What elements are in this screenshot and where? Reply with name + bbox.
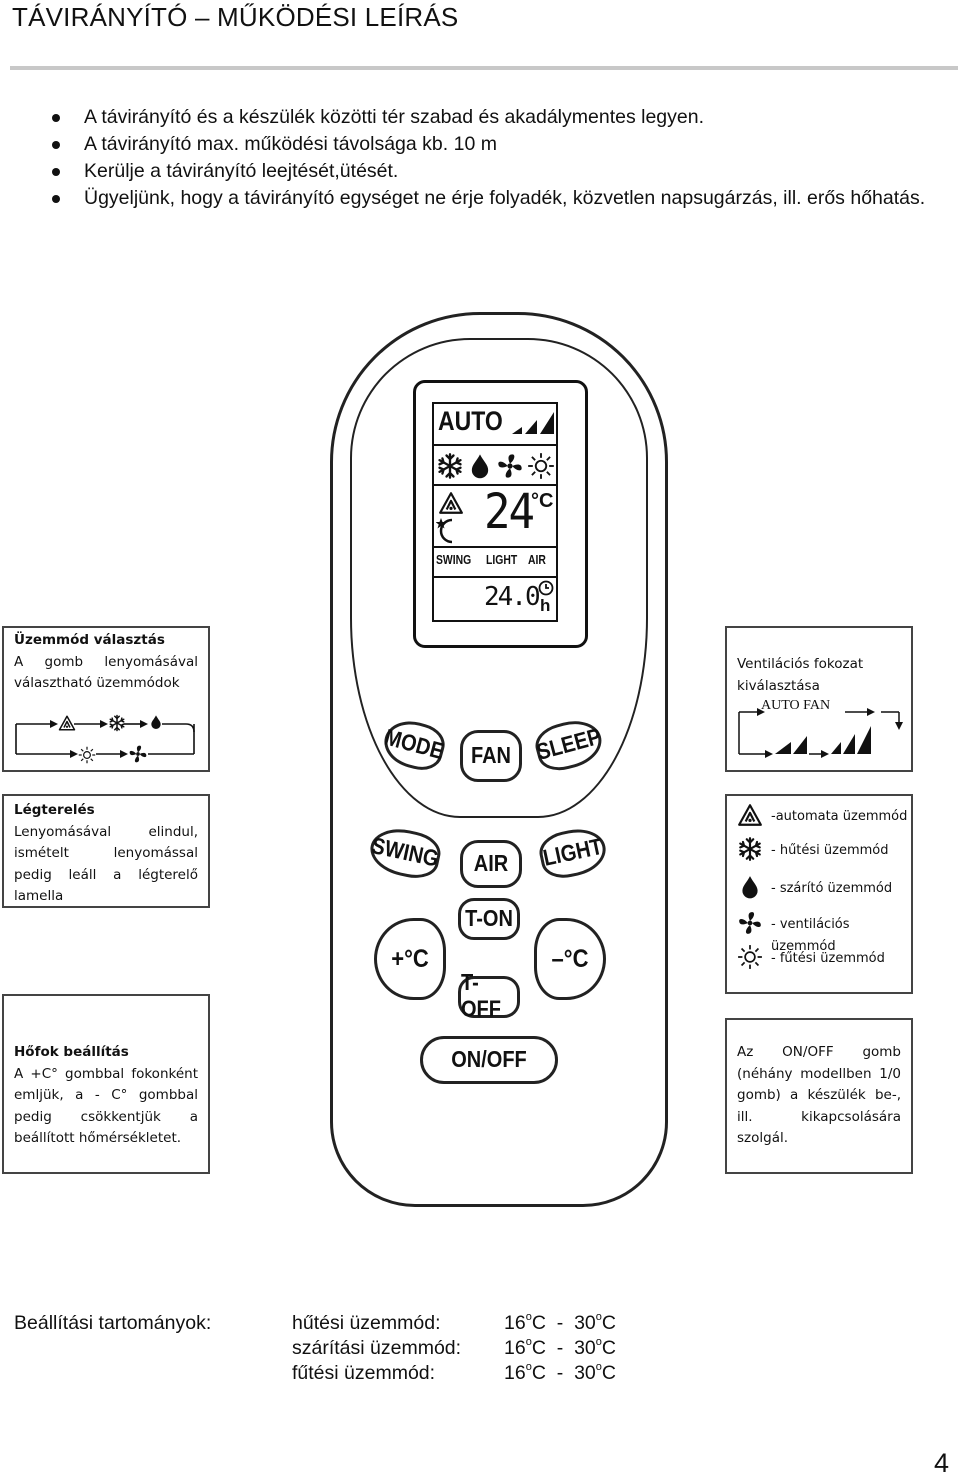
legend-item-heat: - fűtési üzemmód (727, 944, 911, 974)
water-drop-icon (737, 874, 763, 900)
degree-mark: o (595, 1361, 602, 1373)
fan-icon (496, 452, 524, 480)
mode-select-text: A gomb lenyomásával választható üzemmódo… (14, 653, 198, 692)
temp-down-button[interactable]: –°C (534, 918, 606, 1000)
lcd-timer-value: 24.0 (484, 582, 541, 612)
swing-title: Légterelés (14, 802, 95, 818)
mode-select-box: Üzemmód választás A gomb lenyomásával vá… (2, 626, 210, 772)
temperature-title: Hőfok beállítás (14, 1044, 129, 1060)
ranges-label: Beállítási tartományok: (14, 1312, 212, 1334)
degree-mark: o (595, 1311, 602, 1323)
lcd-mode-label: AUTO (438, 406, 503, 436)
lcd-light-label: LIGHT (486, 552, 518, 567)
sun-icon (527, 452, 555, 480)
lcd-air-label: AIR (528, 552, 546, 567)
range-max: 30 (574, 1362, 596, 1384)
snowflake-icon (737, 836, 763, 862)
legend-item-fan: - ventilációs üzemmód (727, 910, 911, 954)
range-unit: C (601, 1312, 616, 1334)
degree-mark: o (525, 1311, 532, 1323)
on-off-button[interactable]: ON/OFF (420, 1036, 558, 1084)
fan-speed-box: Ventilációs fokozat kiválasztása AUTO FA… (725, 626, 913, 772)
water-drop-icon (466, 452, 494, 480)
degree-mark: o (595, 1336, 602, 1348)
lcd-timer-unit: h (540, 596, 551, 615)
auto-fan-label: AUTO FAN (761, 698, 831, 713)
timer-on-button[interactable]: T-ON (458, 898, 520, 940)
range-separator: C - (531, 1362, 575, 1384)
remote-screen-frame (413, 380, 588, 648)
range-mode: hűtési üzemmód: (292, 1312, 441, 1334)
degree-mark: o (525, 1361, 532, 1373)
on-off-text: Az ON/OFF gomb (néhány modellben 1/0 gom… (737, 1044, 901, 1146)
range-separator: C - (531, 1337, 575, 1359)
swing-box: Légterelés Lenyomásával elindul, ismétel… (2, 794, 210, 908)
mode-cycle-diagram (15, 714, 195, 764)
lcd-temperature-unit: °C (531, 490, 554, 512)
range-unit: C (601, 1362, 616, 1384)
remote-control-face (350, 338, 648, 818)
range-min: 16 (504, 1312, 526, 1334)
on-off-box: Az ON/OFF gomb (néhány modellben 1/0 gom… (725, 1018, 913, 1174)
fan-speed-diagram (738, 708, 903, 758)
temp-up-button[interactable]: +°C (374, 918, 446, 1000)
sleep-moon-icon (436, 518, 453, 544)
mode-legend-box: -automata üzemmód - hűtési üzemmód - szá… (725, 794, 913, 994)
instructions-list: A távirányító és a készülék közötti tér … (52, 104, 932, 212)
range-mode: szárítási üzemmód: (292, 1337, 462, 1359)
snowflake-icon (436, 452, 464, 480)
swing-text: Lenyomásával elindul, ismételt lenyomáss… (14, 823, 198, 905)
page-number: 4 (934, 1448, 950, 1478)
lcd-swing-label: SWING (436, 552, 472, 567)
sun-icon (737, 944, 763, 970)
range-value: 16oC - 30oC (504, 1311, 616, 1335)
page-title: TÁVIRÁNYÍTÓ – MŰKÖDÉSI LEÍRÁS (12, 2, 459, 32)
legend-item-auto: -automata üzemmód (727, 802, 911, 832)
title-divider (10, 66, 958, 70)
temperature-text: A +C° gombbal fokonként emljük, a - C° g… (14, 1065, 198, 1147)
temperature-box: Hőfok beállítás A +C° gombbal fokonként … (2, 994, 210, 1174)
range-value: 16oC - 30oC (504, 1336, 616, 1360)
range-min: 16 (504, 1337, 526, 1359)
fan-speed-bars-icon (512, 412, 554, 434)
fan-button[interactable]: FAN (460, 730, 522, 782)
mode-select-title: Üzemmód választás (14, 632, 165, 648)
lcd-display: AUTO 24 °C SWING LIGHT AIR 24.0 h (432, 402, 558, 622)
range-unit: C (601, 1337, 616, 1359)
list-item: Ügyeljünk, hogy a távirányító egységet n… (52, 185, 932, 212)
list-item: Kerülje a távirányító leejtését,ütését. (52, 158, 932, 185)
legend-item-dry: - szárító üzemmód (727, 874, 911, 904)
auto-mode-icon (438, 490, 464, 516)
list-item: A távirányító max. működési távolsága kb… (52, 131, 932, 158)
range-value: 16oC - 30oC (504, 1361, 616, 1385)
range-max: 30 (574, 1312, 596, 1334)
range-separator: C - (531, 1312, 575, 1334)
fan-speed-text: Ventilációs fokozat kiválasztása (737, 656, 864, 694)
degree-mark: o (525, 1336, 532, 1348)
fan-icon (737, 910, 763, 936)
auto-mode-icon (737, 802, 763, 828)
clock-icon (538, 580, 554, 596)
lcd-temperature: 24 (484, 484, 535, 541)
range-mode: fűtési üzemmód: (292, 1362, 436, 1384)
range-max: 30 (574, 1337, 596, 1359)
legend-item-cool: - hűtési üzemmód (727, 836, 911, 866)
air-button[interactable]: AIR (460, 840, 522, 888)
range-min: 16 (504, 1362, 526, 1384)
timer-off-button[interactable]: T-OFF (458, 971, 520, 1022)
list-item: A távirányító és a készülék közötti tér … (52, 104, 932, 131)
